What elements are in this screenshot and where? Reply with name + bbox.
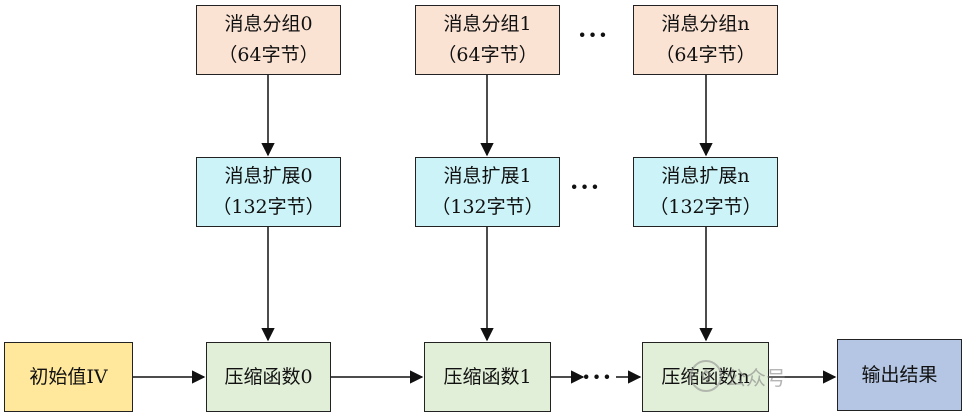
- message-expansion-0-title: 消息扩展0: [224, 165, 313, 187]
- message-expansion-0: 消息扩展0 （132字节）: [196, 157, 341, 227]
- output-result-label: 输出结果: [861, 363, 938, 386]
- message-expansion-1-title: 消息扩展1: [443, 165, 532, 187]
- compression-function-1-label: 压缩函数1: [443, 365, 532, 388]
- initial-value-label: 初始值IV: [29, 365, 108, 388]
- message-expansion-0-size: （132字节）: [212, 196, 325, 218]
- ellipsis-row-3: ···: [582, 362, 614, 391]
- initial-value-iv: 初始值IV: [4, 342, 133, 412]
- message-expansion-1: 消息扩展1 （132字节）: [415, 157, 560, 227]
- compression-function-0-label: 压缩函数0: [224, 365, 313, 388]
- watermark-text: 公众号: [726, 365, 786, 390]
- compression-function-1: 压缩函数1: [424, 342, 551, 412]
- message-block-0-size: （64字节）: [218, 44, 319, 66]
- message-expansion-n: 消息扩展n （132字节）: [633, 157, 778, 227]
- message-block-0-title: 消息分组0: [224, 13, 313, 35]
- message-block-n-title: 消息分组n: [661, 13, 750, 35]
- message-expansion-n-title: 消息扩展n: [661, 165, 750, 187]
- wechat-icon: ✿: [690, 360, 722, 392]
- message-block-1-size: （64字节）: [437, 44, 538, 66]
- watermark: ✿ 公众号: [690, 360, 786, 392]
- ellipsis-row-1: ···: [578, 20, 610, 49]
- ellipsis-row-2: ···: [570, 172, 602, 201]
- message-block-1: 消息分组1 （64字节）: [415, 5, 560, 75]
- message-block-0: 消息分组0 （64字节）: [196, 5, 341, 75]
- compression-function-0: 压缩函数0: [206, 342, 331, 412]
- message-expansion-1-size: （132字节）: [431, 196, 544, 218]
- message-block-1-title: 消息分组1: [443, 13, 532, 35]
- message-expansion-n-size: （132字节）: [649, 196, 762, 218]
- message-block-n-size: （64字节）: [655, 44, 756, 66]
- output-result: 输出结果: [837, 339, 962, 411]
- message-block-n: 消息分组n （64字节）: [633, 5, 778, 75]
